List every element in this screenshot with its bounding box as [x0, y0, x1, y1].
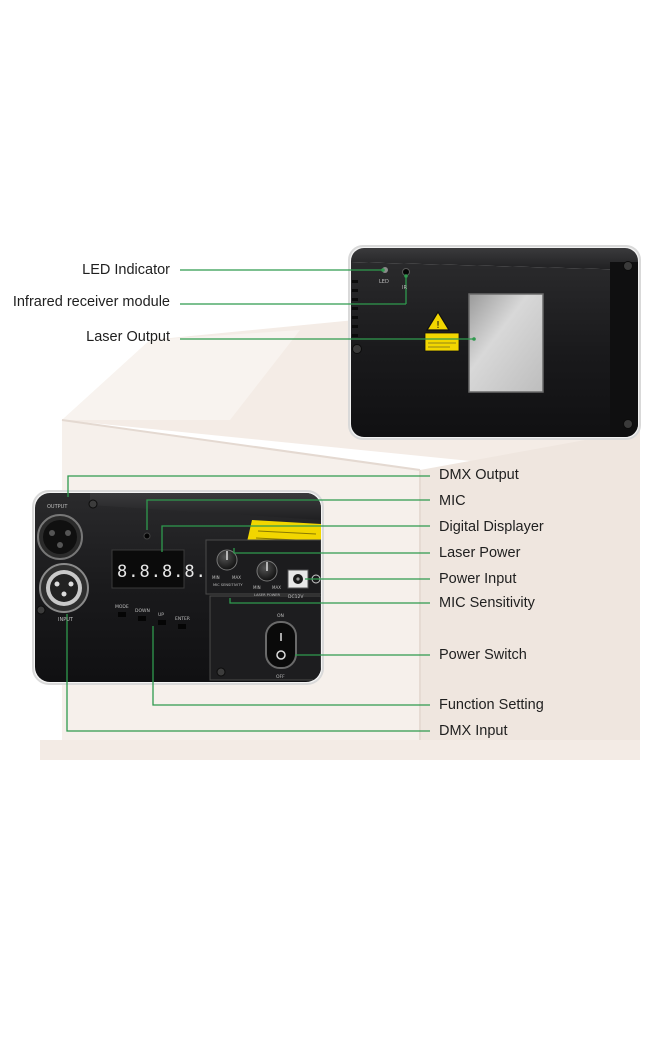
callout-laser-power: Laser Power [439, 545, 521, 561]
callout-led-indicator: LED Indicator [82, 262, 170, 278]
digital-display [111, 549, 185, 589]
dmx-input-connector [39, 563, 89, 613]
laser-output-window [468, 293, 544, 393]
function-buttons [118, 612, 186, 629]
inset-rear-panel [32, 490, 324, 685]
callout-power-input: Power Input [439, 571, 517, 587]
callout-mic: MIC [439, 493, 466, 509]
power-switch-rocker [265, 621, 297, 669]
svg-text:!: ! [436, 320, 440, 331]
mic-hole [143, 532, 151, 540]
callout-mic-sensitivity: MIC Sensitivity [439, 595, 535, 611]
dmx-output-connector [37, 514, 83, 560]
leader-lines [66, 269, 474, 732]
callout-function-setting: Function Setting [439, 697, 544, 713]
leader-dots [381, 268, 476, 341]
vent-slots [352, 280, 358, 337]
inset-front-panel: ! [348, 245, 641, 440]
callout-infrared-receiver: Infrared receiver module [12, 294, 170, 310]
callout-dmx-output: DMX Output [439, 467, 519, 483]
callout-laser-output: Laser Output [86, 329, 170, 345]
callout-power-switch: Power Switch [439, 647, 527, 663]
callout-dmx-input: DMX Input [439, 723, 508, 739]
callout-digital-displayer: Digital Displayer [439, 519, 544, 535]
